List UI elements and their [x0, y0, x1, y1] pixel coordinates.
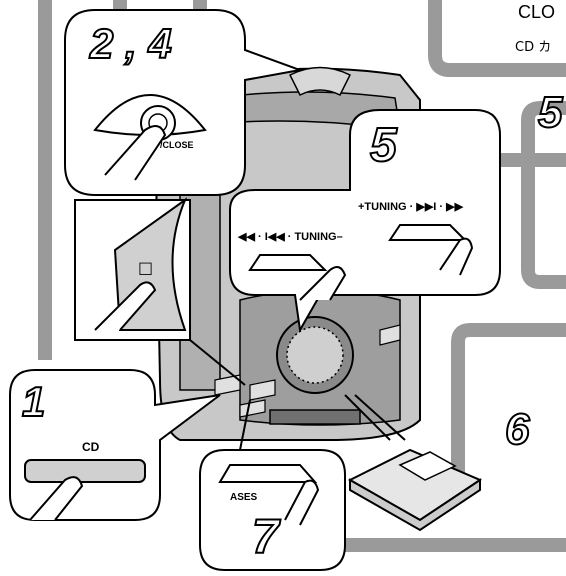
top-right-text-line2: CD カ [515, 36, 551, 55]
bass-button-label: ASES [230, 492, 257, 503]
step-2-4-label: 2 , 4 [90, 20, 172, 68]
step-5-right-label: 5 [538, 88, 562, 138]
step-5-label: 5 [370, 118, 397, 173]
step-1-label: 1 [22, 378, 45, 426]
cd-button [25, 460, 145, 482]
step-7-label: 7 [252, 510, 279, 565]
cd-button-label: CD [82, 440, 99, 454]
top-right-text-line1: CLO [518, 2, 555, 23]
step-6-label: 6 [505, 405, 529, 455]
stop-symbol: □ [138, 258, 153, 277]
close-button-label: /CLOSE [160, 140, 194, 150]
cassette-slot [270, 410, 360, 424]
frame-box-6 [458, 330, 566, 478]
tuning-forward-label: +TUNING · ▶▶I · ▶▶ [358, 200, 463, 213]
tuning-back-label: ◀◀ · I◀◀ · TUNING– [238, 230, 343, 243]
bass-button [220, 465, 315, 482]
